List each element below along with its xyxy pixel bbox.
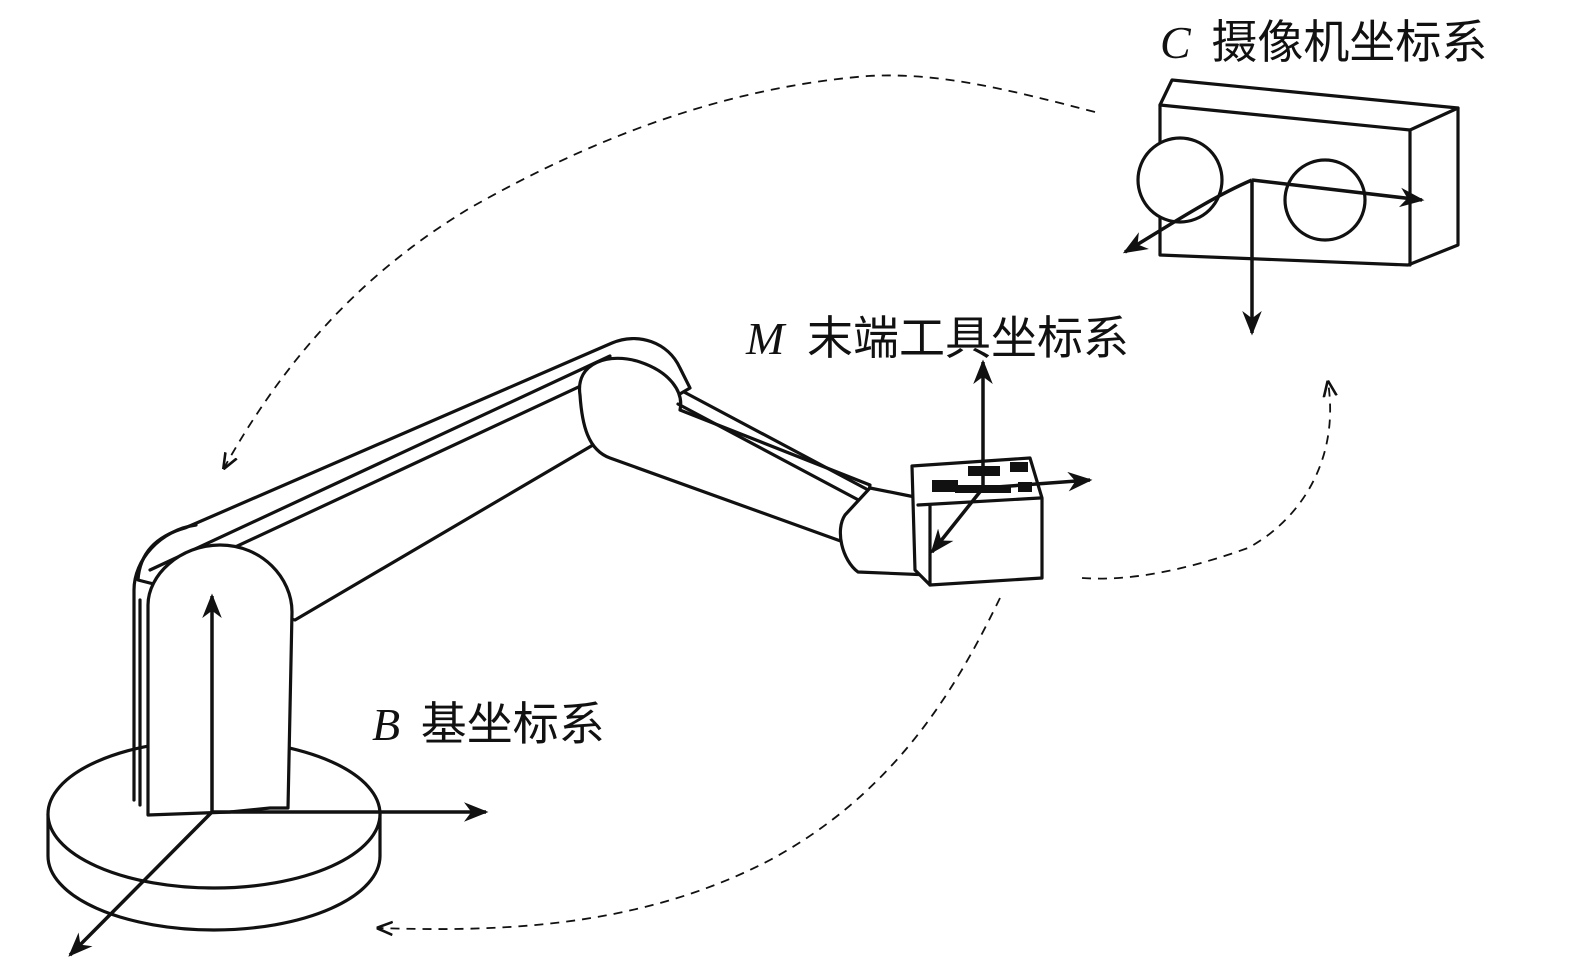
base-frame-axes	[68, 593, 489, 957]
transform-arrows	[224, 74, 1330, 929]
dashed-arrow-tool-to-camera	[1081, 382, 1330, 580]
robot-end-effector	[838, 456, 1044, 587]
robot-forearm	[577, 356, 874, 550]
base-frame-label: B 基坐标系	[372, 697, 605, 751]
camera-frame-axes	[1122, 178, 1425, 336]
tool-frame-axes	[930, 359, 1093, 554]
tool-frame-label: M 末端工具坐标系	[745, 311, 1129, 365]
dashed-arrow-camera-to-base	[224, 74, 1096, 468]
camera-frame-label: C 摄像机坐标系	[1160, 15, 1487, 69]
dashed-arrow-tool-to-base	[378, 597, 1001, 929]
camera-body	[1136, 78, 1460, 267]
robot-shoulder-column	[132, 523, 294, 817]
